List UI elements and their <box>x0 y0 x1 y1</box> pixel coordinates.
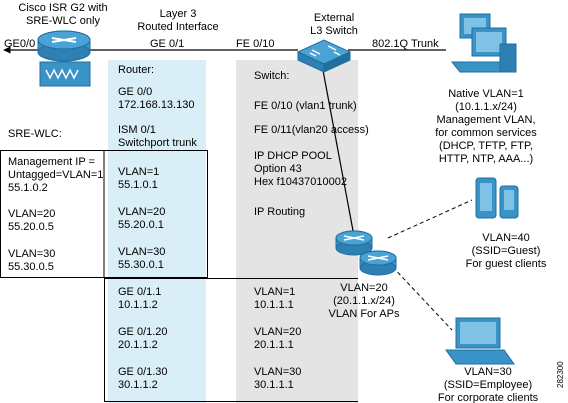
fe010-port-label: FE 0/10 <box>236 38 275 50</box>
ge01-port-label: GE 0/1 <box>150 38 185 50</box>
switch-heading: Switch: <box>254 70 290 82</box>
guest-client-devices <box>475 177 519 219</box>
ge00-port-label: GE0/0 <box>4 38 36 50</box>
switch-fe011: FE 0/11(vlan20 access) <box>254 124 369 136</box>
switch-subinterface-box <box>104 278 358 402</box>
link-switch-ap <box>321 64 355 237</box>
native-vlan-text: Native VLAN=1(10.1.1.x/24)Management VLA… <box>435 88 537 165</box>
corp-vlan-text: VLAN=30(SSID=Employee)For corporate clie… <box>437 366 539 403</box>
trunk-label: 802.1Q Trunk <box>372 38 439 50</box>
isr-router-device <box>37 30 91 87</box>
access-point-devices <box>335 230 397 276</box>
wireless-guest-link <box>387 199 473 239</box>
router-config-band <box>108 60 206 403</box>
switch-routing: IP Routing <box>254 206 306 218</box>
figure-id: 282300 <box>556 361 565 388</box>
switch-config-band <box>236 60 358 403</box>
switch-fe010: FE 0/10 (vlan1 trunk) <box>254 100 357 112</box>
router-heading: Router: <box>118 64 155 76</box>
ap-vlan-text: VLAN=20(20.1.1.x/24)VLAN For APs <box>328 282 400 320</box>
l3-switch-device <box>296 39 352 73</box>
corporate-laptop-device <box>445 317 515 365</box>
native-vlan-pcs <box>450 13 517 73</box>
guest-vlan-text: VLAN=40(SSID=Guest)For guest clients <box>465 232 547 270</box>
wireless-corp-link <box>387 261 453 331</box>
sre-wlc-heading: SRE-WLC: <box>8 128 62 140</box>
